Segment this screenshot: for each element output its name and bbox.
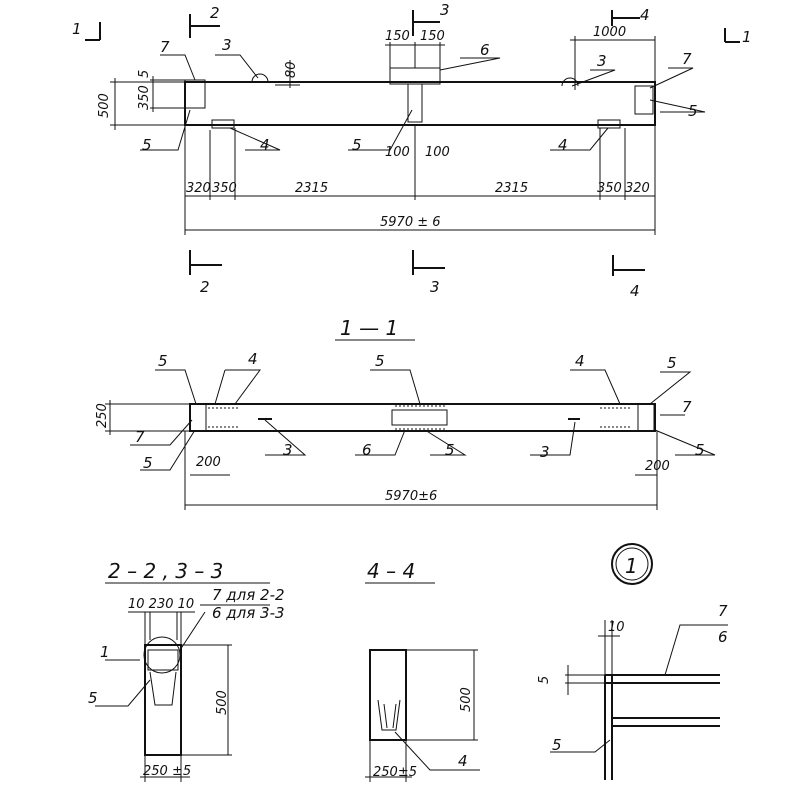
section-2-3-callout-5: 5 <box>88 689 98 707</box>
dim-350-left: 350 <box>212 181 237 196</box>
plan-callout-4-right: 4 <box>575 352 585 370</box>
dim-100-right: 100 <box>425 145 450 160</box>
section-4-title: 4 – 4 <box>367 559 415 583</box>
section-mark-3-bottom: 3 <box>430 278 440 296</box>
dim-320-right: 320 <box>625 181 650 196</box>
support-plate-left <box>211 119 235 129</box>
dim-350-right: 350 <box>597 181 622 196</box>
plan-callout-5-top-right: 5 <box>667 354 677 372</box>
callout-7-right: 7 <box>682 50 692 68</box>
dim-overall-length: 5970 ± 6 <box>380 215 441 230</box>
section-4-dim-500: 500 <box>459 687 474 712</box>
callout-6: 6 <box>480 41 490 59</box>
detail-dim-5: 5 <box>537 676 552 684</box>
plan-dim-200-right: 200 <box>645 459 670 474</box>
dim-320-left: 320 <box>186 181 211 196</box>
detail-marker-circle <box>611 543 653 585</box>
callout-5-left: 5 <box>142 136 152 154</box>
section-mark-3-top: 3 <box>440 1 450 19</box>
plan-callout-4-left: 4 <box>248 350 258 368</box>
section-mark-1-right: 1 <box>742 28 752 46</box>
dim-5: 5 <box>137 70 152 78</box>
section-2-3-callout-7-for-2-2: 7 для 2-2 <box>212 586 285 604</box>
dim-80: 80 <box>284 61 299 78</box>
section-2-3-dim-10-230-10: 10 230 10 <box>128 597 194 612</box>
section-mark-1-left: 1 <box>72 20 82 38</box>
lifting-loop-left <box>251 73 269 83</box>
plan-callout-3-left: 3 <box>283 441 293 459</box>
plan-view-1-1: 1 — 1 5 4 5 4 5 250 7 7 5 3 6 5 3 5 200 … <box>95 316 716 510</box>
detail-callout-7: 7 <box>718 602 728 620</box>
plan-callout-5-top-left: 5 <box>158 352 168 370</box>
plan-callout-3-right: 3 <box>540 443 550 461</box>
section-2-3-detail-ref-1: 1 <box>100 643 110 661</box>
callout-5-right: 5 <box>688 102 698 120</box>
callout-5-center: 5 <box>352 136 362 154</box>
section-mark-2-bottom: 2 <box>200 278 210 296</box>
plan-callout-5-bottom-left: 5 <box>143 454 153 472</box>
dim-1000: 1000 <box>593 25 626 40</box>
section-4-4: 4 – 4 500 250±5 4 <box>365 559 480 782</box>
plan-dim-200-left: 200 <box>196 455 221 470</box>
plan-callout-5-bottom-right: 5 <box>695 441 705 459</box>
section-4-dim-250: 250±5 <box>373 765 417 780</box>
lifting-loop-right <box>561 77 579 87</box>
section-mark-2-top: 2 <box>210 4 220 22</box>
plan-callout-7-left: 7 <box>135 428 145 446</box>
section-2-3-dim-500: 500 <box>215 690 230 715</box>
dim-100-left: 100 <box>385 145 410 160</box>
callout-3: 3 <box>222 36 232 54</box>
support-plate-right <box>597 119 621 129</box>
dim-500: 500 <box>97 93 112 118</box>
detail-callout-6: 6 <box>718 628 728 646</box>
callout-3-right: 3 <box>597 52 607 70</box>
beam-outline <box>184 81 656 126</box>
embedded-part-center <box>407 83 423 123</box>
plan-callout-5-center: 5 <box>375 352 385 370</box>
callout-7: 7 <box>160 38 170 56</box>
callout-4-left: 4 <box>260 136 270 154</box>
dim-150-right: 150 <box>420 29 445 44</box>
detail-1-callout-circle <box>143 636 181 674</box>
dim-2315-left: 2315 <box>295 181 328 196</box>
detail-callout-5: 5 <box>552 736 562 754</box>
plan-dim-overall-length: 5970±6 <box>385 489 437 504</box>
plan-center-plate <box>391 409 448 426</box>
section-2-3-outline <box>144 644 182 756</box>
detail-marker-number: 1 <box>625 554 638 578</box>
plan-title: 1 — 1 <box>340 316 398 340</box>
end-plate-right <box>634 85 654 115</box>
dim-150-left: 150 <box>385 29 410 44</box>
plan-outline <box>189 403 656 432</box>
dim-350: 350 <box>137 85 152 110</box>
section-2-2-3-3: 2 – 2 , 3 – 3 10 230 10 7 для 2-2 6 для … <box>88 559 285 782</box>
section-4-callout-4: 4 <box>458 752 468 770</box>
dim-2315-right: 2315 <box>495 181 528 196</box>
detail-1: 1 10 7 6 5 5 <box>537 543 728 780</box>
end-plate-left <box>184 79 206 109</box>
section-2-3-callout-6-for-3-3: 6 для 3-3 <box>212 604 285 622</box>
plan-dim-250: 250 <box>95 403 110 428</box>
plan-callout-7-right: 7 <box>682 398 692 416</box>
section-mark-4-top: 4 <box>640 6 650 24</box>
plan-callout-6: 6 <box>362 441 372 459</box>
section-2-3-title: 2 – 2 , 3 – 3 <box>108 559 223 583</box>
plan-callout-5-bottom-center: 5 <box>445 441 455 459</box>
section-mark-4-bottom: 4 <box>630 282 640 300</box>
elevation-view: 1 1 2 3 4 7 3 80 150 150 6 1000 3 7 5 50… <box>72 1 752 300</box>
callout-4-right: 4 <box>558 136 568 154</box>
section-2-3-dim-250: 250 ±5 <box>143 764 191 779</box>
detail-dim-10: 10 <box>608 620 625 635</box>
section-4-outline <box>369 649 407 741</box>
